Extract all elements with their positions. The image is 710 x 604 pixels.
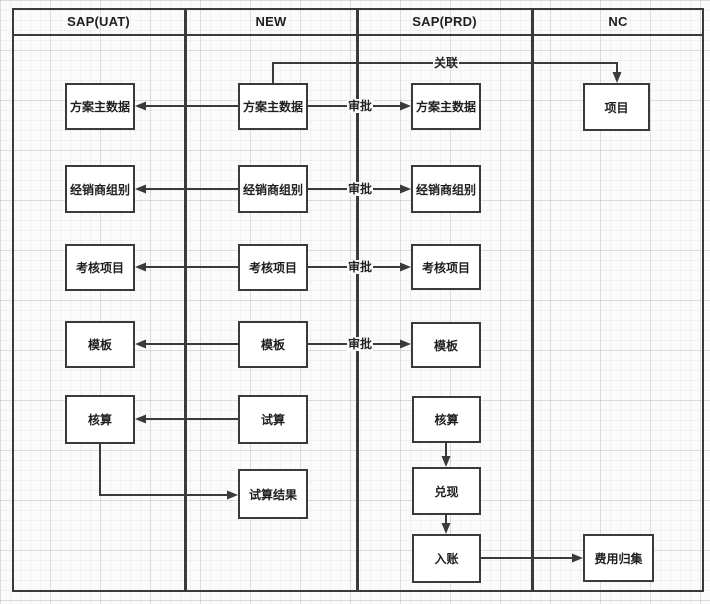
edge-label-new-to-prd-jingxiaoshang: 审批 (346, 182, 374, 196)
edge-hesuan-to-shisuan-jieguo (99, 444, 227, 496)
node-uat-fangan: 方案主数据 (65, 83, 135, 130)
edge-label-guanlian-to-xiangmu: 关联 (432, 56, 460, 70)
arrowhead-new-to-uat-kaohe (135, 262, 146, 272)
node-new-shisuan-jieguo: 试算结果 (238, 469, 308, 519)
node-prd-ruzhang: 入账 (412, 534, 481, 583)
lane-header-new: NEW (255, 14, 287, 29)
node-uat-jingxiaoshang: 经销商组别 (65, 165, 135, 213)
arrowhead-guanlian-to-xiangmu (612, 72, 622, 83)
node-new-moban: 模板 (238, 321, 308, 368)
node-nc-xiangmu: 项目 (583, 83, 650, 131)
arrowhead-new-to-prd-kaohe (400, 262, 411, 272)
lane-header-sap-prd: SAP(PRD) (412, 14, 477, 29)
node-prd-duixian: 兑现 (412, 467, 481, 515)
node-uat-hesuan: 核算 (65, 395, 135, 444)
arrowhead-new-to-uat-moban (135, 339, 146, 349)
lane-divider-sap-prd (356, 8, 359, 592)
node-new-shisuan: 试算 (238, 395, 308, 444)
arrowhead-new-to-uat-jingxiaoshang (135, 184, 146, 194)
arrowhead-new-to-prd-fangan (400, 101, 411, 111)
arrowhead-shisuan-to-hesuan (135, 414, 146, 424)
node-prd-kaohe: 考核项目 (411, 244, 481, 290)
node-prd-jingxiaoshang: 经销商组别 (411, 165, 481, 213)
arrowhead-ruzhang-to-feiyong (572, 553, 583, 563)
node-prd-fangan: 方案主数据 (411, 83, 481, 130)
arrowhead-new-to-prd-moban (400, 339, 411, 349)
edge-label-new-to-prd-kaohe: 审批 (346, 260, 374, 274)
arrowhead-new-to-uat-fangan (135, 101, 146, 111)
node-uat-moban: 模板 (65, 321, 135, 368)
node-prd-hesuan: 核算 (412, 396, 481, 443)
lane-divider-nc (531, 8, 534, 592)
node-uat-kaohe: 考核项目 (65, 244, 135, 291)
node-new-fangan: 方案主数据 (238, 83, 308, 130)
lane-header-nc: NC (608, 14, 628, 29)
edge-label-new-to-prd-fangan: 审批 (346, 99, 374, 113)
arrowhead-new-to-prd-jingxiaoshang (400, 184, 411, 194)
lane-header-sap-uat: SAP(UAT) (67, 14, 130, 29)
node-new-jingxiaoshang: 经销商组别 (238, 165, 308, 213)
edge-label-new-to-prd-moban: 审批 (346, 337, 374, 351)
arrowhead-hesuan-to-duixian (441, 456, 451, 467)
arrowhead-hesuan-to-shisuan-jieguo (227, 490, 238, 500)
node-new-kaohe: 考核项目 (238, 244, 308, 291)
node-prd-moban: 模板 (411, 322, 481, 368)
lane-divider-new (184, 8, 187, 592)
arrowhead-duixian-to-ruzhang (441, 523, 451, 534)
node-nc-feiyong: 费用归集 (583, 534, 654, 582)
